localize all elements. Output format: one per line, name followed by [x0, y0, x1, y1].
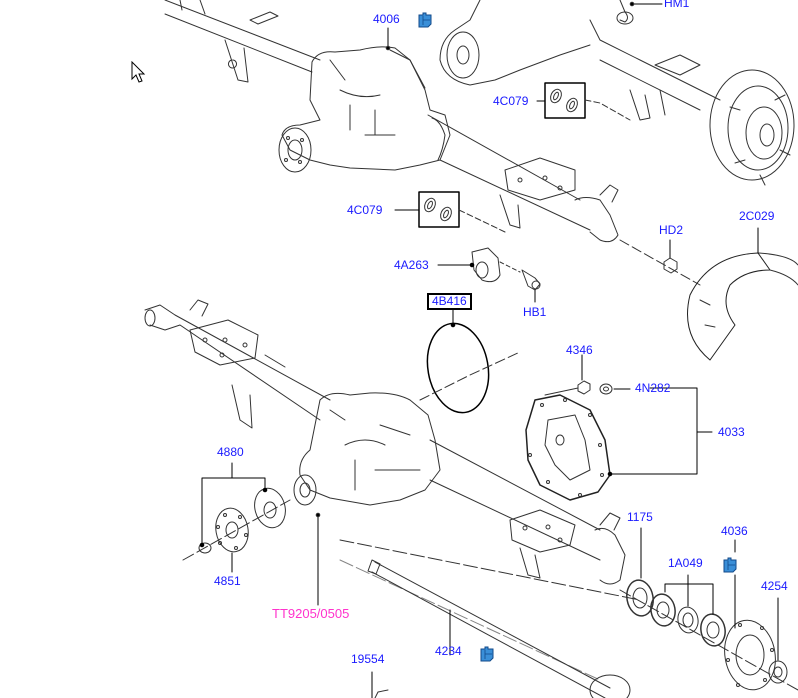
gasket-part: [419, 309, 521, 414]
axle-shaft-part: [339, 539, 641, 698]
callout-4006[interactable]: 4006: [373, 12, 400, 26]
callout-4036[interactable]: 4036: [721, 524, 748, 538]
callout-4n282[interactable]: 4N282: [635, 381, 671, 395]
callout-hd2[interactable]: HD2: [659, 223, 684, 237]
callout-hm1[interactable]: HM1: [664, 0, 690, 10]
callout-2c029[interactable]: 2C029: [739, 209, 775, 223]
callout-4851[interactable]: 4851: [214, 574, 241, 588]
callout-4c079-lower[interactable]: 4C079: [347, 203, 383, 217]
note-icon-4036[interactable]: [722, 557, 738, 573]
callout-19554[interactable]: 19554: [351, 652, 385, 666]
upper-axle-housing: [164, 0, 619, 243]
upper-right-axle-housing: [439, 0, 721, 121]
bolt-part: [521, 269, 541, 303]
lower-axle-housing: [144, 299, 626, 585]
callout-4234[interactable]: 4234: [435, 644, 462, 658]
nut-part: [619, 239, 701, 286]
seal-kit-box-upper: [536, 82, 631, 121]
wheel-bearing-group: [619, 527, 798, 691]
fill-plug-part: [544, 354, 591, 396]
callout-4033[interactable]: 4033: [718, 425, 745, 439]
callout-4b416[interactable]: 4B416: [427, 293, 472, 310]
callout-hb1[interactable]: HB1: [523, 305, 547, 319]
seal-kit-box-lower: [394, 191, 506, 233]
callout-4c079-upper[interactable]: 4C079: [493, 94, 529, 108]
bump-stop-part: [437, 247, 521, 283]
differential-cover-part: [525, 387, 713, 501]
reference-leader-dot: [315, 512, 321, 518]
brake-line-bracket-part: [371, 671, 389, 698]
callout-1175[interactable]: 1175: [627, 510, 653, 524]
callout-4880[interactable]: 4880: [217, 445, 244, 459]
pinion-seal-group: [182, 462, 291, 573]
callout-4a263[interactable]: 4A263: [394, 258, 429, 272]
callout-1a049[interactable]: 1A049: [668, 556, 703, 570]
plug-nut-part: [599, 383, 631, 395]
reference-code: TT9205/0505: [272, 606, 350, 621]
callout-4346[interactable]: 4346: [566, 343, 593, 357]
note-icon-4234[interactable]: [479, 646, 495, 662]
brake-rotor-hub: [709, 69, 795, 186]
note-icon-4006[interactable]: [417, 12, 433, 28]
mouse-cursor-icon: [131, 61, 146, 83]
callout-4254[interactable]: 4254: [761, 579, 788, 593]
splash-shield-part: [687, 227, 798, 361]
